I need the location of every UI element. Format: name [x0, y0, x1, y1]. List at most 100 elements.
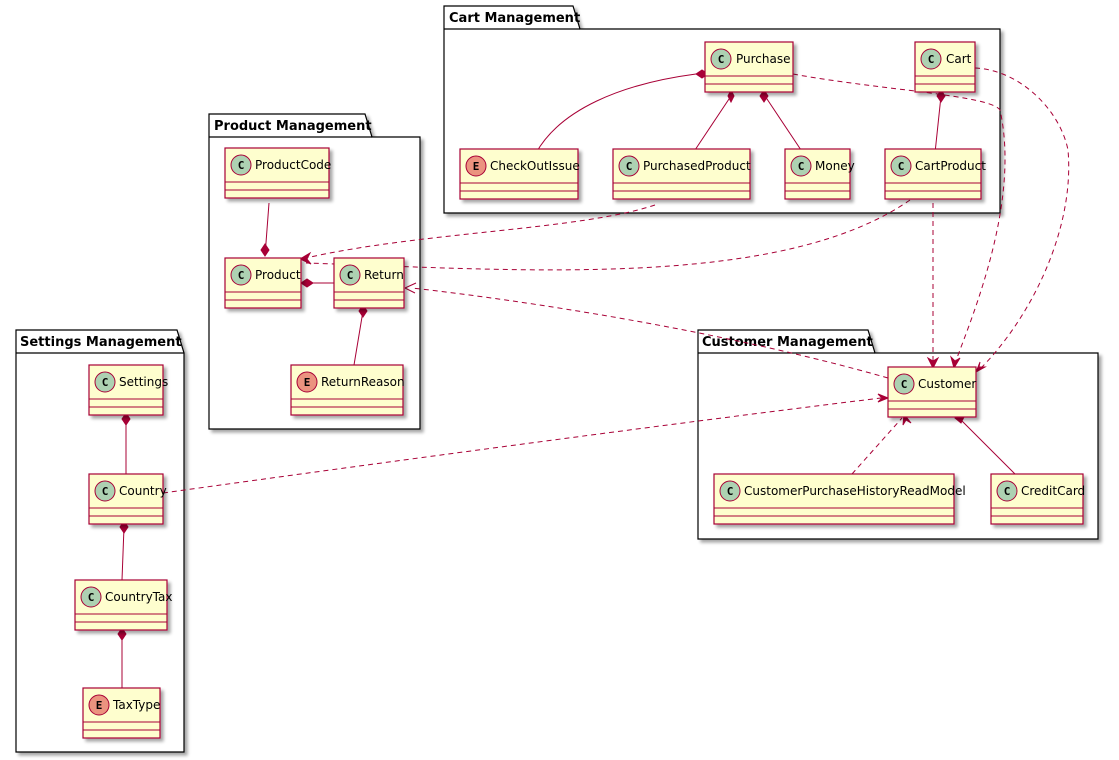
diamond-purchase-money: [759, 89, 769, 103]
package-settings-management: Settings Management: [15, 329, 185, 753]
class-icon: [230, 264, 252, 286]
class-label-cartproduct: CartProduct: [915, 159, 986, 173]
svg-text:C: C: [626, 160, 633, 173]
svg-text:C: C: [718, 53, 725, 66]
class-country[interactable]: C Country: [88, 473, 167, 525]
class-label-return: Return: [364, 268, 404, 282]
class-customerpurchasehistoryreadmodel[interactable]: C CustomerPurchaseHistoryReadModel: [713, 473, 966, 525]
relation-purchase-checkoutissue: [535, 73, 697, 154]
relation-purchase-purchasedproduct: [692, 95, 732, 154]
class-creditcard[interactable]: C CreditCard: [990, 473, 1085, 525]
svg-text:C: C: [901, 378, 908, 391]
class-customer[interactable]: C Customer: [887, 366, 977, 418]
class-return[interactable]: C Return: [333, 257, 405, 309]
class-icon: [920, 48, 942, 70]
class-icon: [230, 154, 252, 176]
class-purchasedproduct[interactable]: C PurchasedProduct: [612, 148, 751, 200]
svg-text:C: C: [798, 160, 805, 173]
class-label-creditcard: CreditCard: [1021, 484, 1085, 498]
class-purchase[interactable]: C Purchase: [704, 41, 794, 93]
arrowhead-customer-cart: [975, 361, 987, 374]
class-label-purchasedproduct: PurchasedProduct: [643, 159, 751, 173]
class-label-productcode: ProductCode: [255, 158, 331, 172]
enum-icon: [88, 694, 110, 716]
class-checkoutissue[interactable]: E CheckOutIssue: [459, 148, 580, 200]
class-label-taxtype: TaxType: [112, 698, 160, 712]
class-cart[interactable]: C Cart: [914, 41, 976, 93]
class-label-country: Country: [119, 484, 167, 498]
svg-text:C: C: [1004, 485, 1011, 498]
svg-text:C: C: [898, 160, 905, 173]
class-label-countrytax: CountryTax: [105, 590, 172, 604]
class-icon: [790, 155, 812, 177]
arrowhead-product-a: [298, 251, 312, 265]
class-icon: [618, 155, 640, 177]
svg-text:C: C: [928, 53, 935, 66]
class-label-money: Money: [815, 159, 855, 173]
class-icon: [893, 373, 915, 395]
svg-text:E: E: [304, 376, 311, 389]
dependency-country-customer: [162, 397, 882, 494]
package-title-settings: Settings Management: [20, 335, 182, 350]
svg-text:C: C: [102, 376, 109, 389]
relation-customer-creditcard: [960, 419, 1016, 475]
dependency-purchasedproduct-product: [305, 204, 656, 259]
diamond-settings: [121, 412, 131, 426]
class-money[interactable]: C Money: [784, 148, 855, 200]
relation-return-returnreason: [353, 310, 364, 366]
class-taxtype[interactable]: E TaxType: [82, 687, 161, 739]
arrow-heads: [298, 251, 987, 426]
class-settings[interactable]: C Settings: [88, 364, 168, 416]
relation-cart-cartproduct: [934, 95, 942, 154]
svg-text:C: C: [102, 485, 109, 498]
svg-text:C: C: [88, 591, 95, 604]
svg-text:E: E: [96, 699, 103, 712]
diamond-product-return: [300, 278, 314, 288]
class-label-checkoutissue: CheckOutIssue: [490, 159, 580, 173]
class-cartproduct[interactable]: C CartProduct: [884, 148, 986, 200]
class-product[interactable]: C Product: [224, 257, 302, 309]
class-label-returnreason: ReturnReason: [321, 375, 405, 389]
class-icon: [94, 480, 116, 502]
diamond-cart: [936, 89, 946, 103]
dependency-customer-return: [411, 287, 889, 379]
arrowhead-customer-left: [877, 393, 890, 403]
arrowhead-return-open: [404, 282, 417, 294]
package-title-product: Product Management: [214, 119, 372, 134]
diamond-countrytax: [117, 627, 127, 641]
class-label-purchase: Purchase: [736, 52, 791, 66]
class-icon: [80, 586, 102, 608]
diamond-productcode-product: [260, 243, 270, 257]
enum-icon: [296, 371, 318, 393]
dependency-purchase-customer: [792, 73, 1006, 364]
svg-text:C: C: [238, 159, 245, 172]
class-countrytax[interactable]: C CountryTax: [74, 579, 172, 631]
dependency-history-customer: [851, 417, 903, 475]
class-icon: [996, 480, 1018, 502]
svg-text:C: C: [347, 269, 354, 282]
class-label-product: Product: [255, 268, 301, 282]
enum-icon: [465, 155, 487, 177]
class-icon: [890, 155, 912, 177]
svg-text:E: E: [473, 160, 480, 173]
class-label-customerpurchasehistory: CustomerPurchaseHistoryReadModel: [744, 484, 966, 498]
class-label-settings: Settings: [119, 375, 168, 389]
class-icon: [719, 480, 741, 502]
arrowhead-customer-top: [926, 356, 940, 370]
relation-purchase-money: [764, 95, 804, 154]
svg-text:C: C: [238, 269, 245, 282]
class-label-cart: Cart: [946, 52, 972, 66]
class-label-customer: Customer: [918, 377, 976, 391]
package-title-cart: Cart Management: [449, 11, 580, 26]
svg-text:C: C: [727, 485, 734, 498]
class-icon: [94, 371, 116, 393]
arrowhead-customer-purchase: [950, 355, 961, 370]
relation-country-countrytax: [121, 526, 125, 581]
dependency-cart-customer: [974, 67, 1070, 372]
class-icon: [710, 48, 732, 70]
class-icon: [339, 264, 361, 286]
class-returnreason[interactable]: E ReturnReason: [290, 364, 405, 416]
package-title-customer: Customer Management: [702, 335, 873, 350]
class-productcode[interactable]: C ProductCode: [224, 147, 331, 199]
